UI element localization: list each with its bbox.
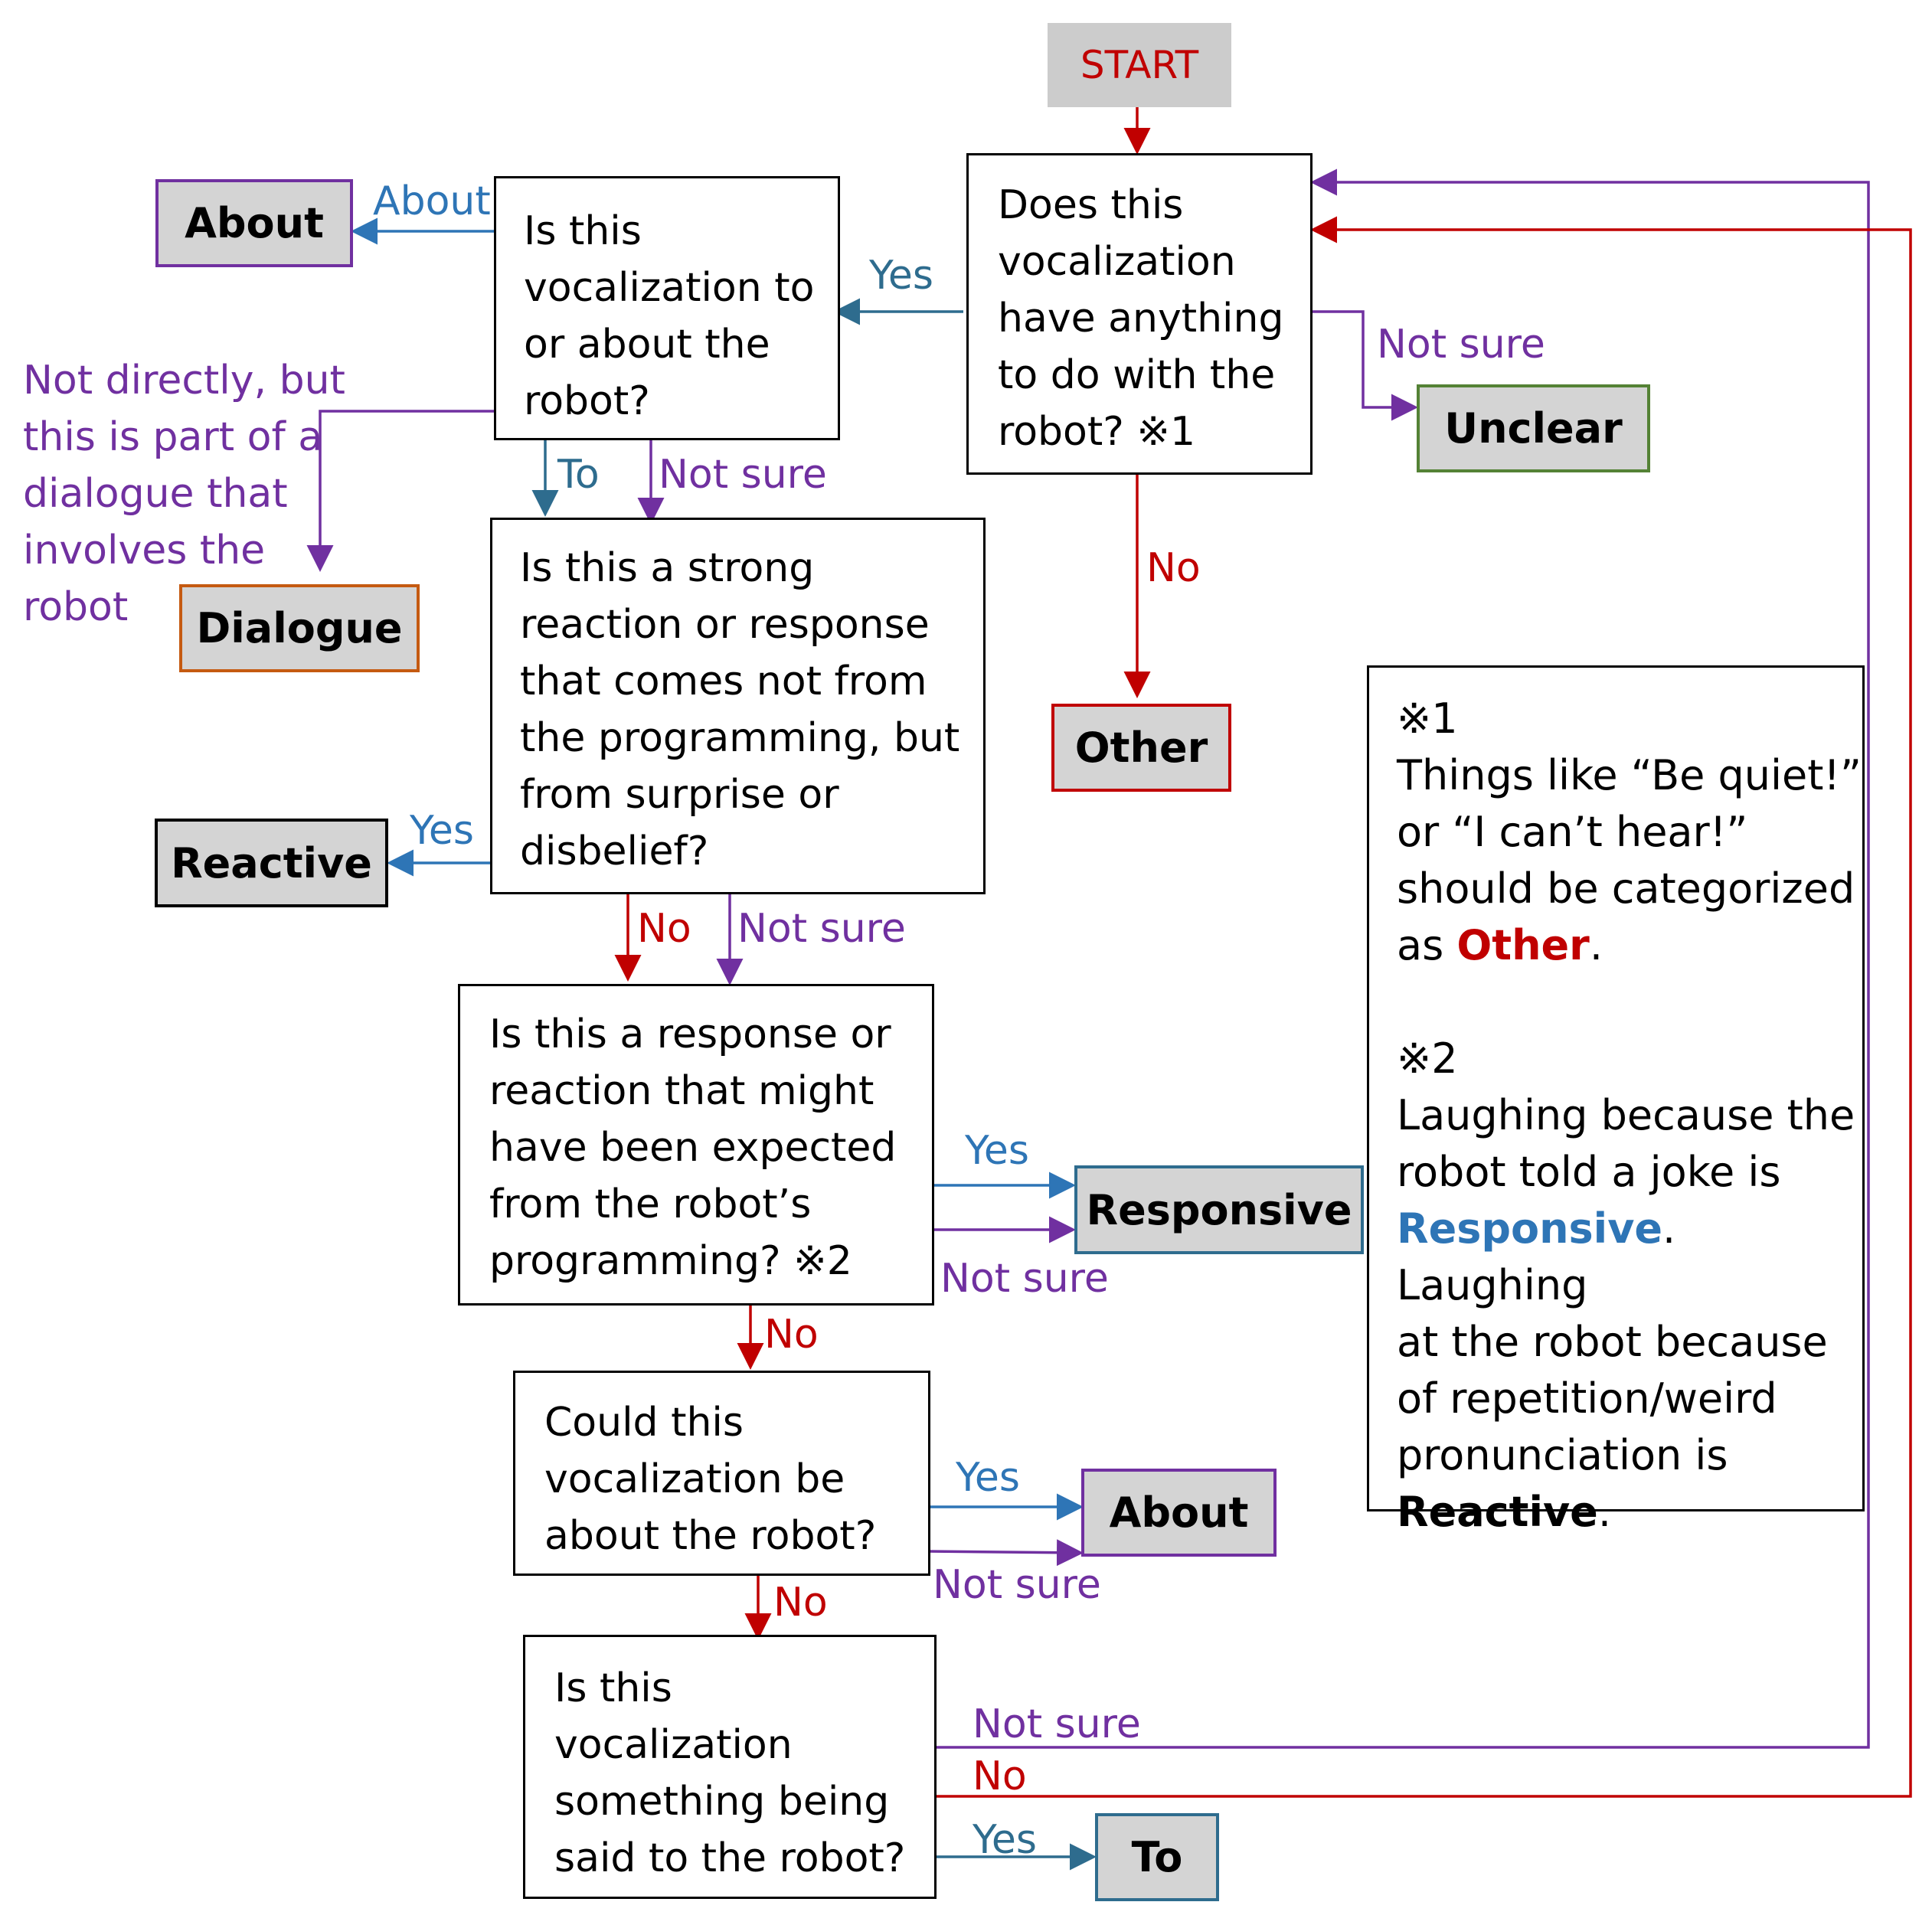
q1-line: vocalization [998, 239, 1236, 285]
q6-line: something being [554, 1779, 890, 1825]
label-q4-yes: Yes [965, 1128, 1029, 1174]
label-q1-no: No [1146, 545, 1201, 591]
question-q5: Could this vocalization be about the rob… [513, 1371, 930, 1576]
terminal-other: Other [1051, 704, 1231, 792]
q1-line: to do with the [998, 352, 1276, 398]
footnotes-box: ※1 Things like “Be quiet!” or “I can’t h… [1367, 665, 1865, 1536]
terminal-to: To [1095, 1813, 1219, 1901]
note1-line: Things like “Be quiet!” [1397, 751, 1862, 799]
note2-line: Reactive. [1397, 1484, 1862, 1541]
terminal-responsive: Responsive [1074, 1165, 1364, 1254]
note2-reactive-emphasis: Reactive [1397, 1488, 1598, 1536]
note1-line: as Other. [1397, 917, 1862, 974]
note1-text: . [1589, 921, 1603, 969]
label-q5-not-sure: Not sure [933, 1562, 1101, 1608]
label-q4-not-sure: Not sure [940, 1256, 1109, 1302]
q2-line: robot? [524, 378, 650, 424]
note-spacer [1397, 974, 1862, 1031]
arrow-q5-not-sure [926, 1539, 1084, 1567]
q4-line: Is this a response or [489, 1011, 891, 1057]
label-q2-not-sure: Not sure [659, 452, 827, 498]
q5-line: vocalization be [544, 1456, 845, 1502]
note2-text: . [1597, 1488, 1611, 1536]
q1-line: have anything [998, 296, 1284, 341]
q3-line: the programming, but [520, 715, 960, 761]
q2-line: vocalization to [524, 265, 815, 311]
q1-line: Does this [998, 182, 1184, 228]
note2-line: Laughing because the [1397, 1091, 1855, 1139]
label-q6-yes: Yes [973, 1817, 1037, 1863]
q3-line: that comes not from [520, 658, 927, 704]
note1-line: should be categorized [1397, 864, 1855, 913]
q2-line: Is this [524, 208, 642, 254]
note2-line: pronunciation is [1397, 1431, 1728, 1479]
q3-line: disbelief? [520, 828, 709, 874]
label-q2-about: About [373, 178, 491, 224]
q6-line: Is this [554, 1665, 672, 1711]
note2-marker: ※2 [1397, 1034, 1458, 1083]
q4-line: have been expected [489, 1125, 897, 1171]
label-q3-yes: Yes [410, 808, 474, 854]
question-q4: Is this a response or reaction that migh… [458, 984, 934, 1306]
note1-other-emphasis: Other [1456, 921, 1590, 969]
arrow-q2-dialogue [306, 410, 494, 572]
dialogue-label-line: dialogue that [23, 471, 288, 517]
question-q1: Does this vocalization have anything to … [966, 153, 1313, 475]
question-q6: Is this vocalization something being sai… [523, 1635, 937, 1899]
start-node: START [1048, 23, 1231, 107]
label-q2-dialogue: Not directly, but this is part of a dial… [23, 352, 345, 636]
q4-line: programming? ※2 [489, 1238, 852, 1284]
dialogue-label-line: Not directly, but [23, 358, 345, 404]
dialogue-label-line: involves the [23, 528, 266, 574]
question-q3: Is this a strong reaction or response th… [490, 518, 986, 894]
q3-line: Is this a strong [520, 545, 815, 591]
q5-line: about the robot? [544, 1513, 877, 1559]
label-q3-not-sure: Not sure [737, 906, 906, 952]
q5-line: Could this [544, 1400, 744, 1446]
terminal-unclear: Unclear [1417, 384, 1650, 472]
arrow-q6-not-sure [936, 168, 1870, 1749]
note1-marker: ※1 [1397, 694, 1458, 743]
note2-line: robot told a joke is [1397, 1148, 1781, 1196]
note1-text: as [1397, 921, 1457, 969]
arrow-q1-not-sure [1309, 310, 1418, 421]
q4-line: reaction that might [489, 1068, 874, 1114]
dialogue-label-line: this is part of a [23, 414, 323, 460]
label-q5-no: No [773, 1580, 828, 1626]
question-q2: Is this vocalization to or about the rob… [494, 176, 840, 440]
q3-line: from surprise or [520, 772, 839, 818]
note2-line: at the robot because [1397, 1318, 1828, 1366]
note2-text: . Laughing [1397, 1204, 1676, 1309]
label-q6-not-sure: Not sure [973, 1701, 1141, 1747]
note2-line: Responsive. Laughing [1397, 1201, 1862, 1314]
terminal-reactive: Reactive [155, 819, 388, 907]
label-q1-yes: Yes [869, 253, 933, 299]
q3-line: reaction or response [520, 602, 930, 648]
q4-line: from the robot’s [489, 1181, 812, 1227]
label-q6-no: No [973, 1753, 1027, 1799]
q6-line: said to the robot? [554, 1835, 906, 1881]
label-q1-not-sure: Not sure [1377, 322, 1545, 368]
q6-line: vocalization [554, 1722, 793, 1768]
arrow-q6-no [936, 216, 1912, 1798]
label-q3-no: No [637, 906, 691, 952]
dialogue-label-line: robot [23, 584, 129, 630]
label-q2-to: To [557, 452, 600, 498]
q2-line: or about the [524, 322, 770, 368]
label-q5-yes: Yes [956, 1455, 1020, 1501]
label-q4-no: No [764, 1312, 819, 1358]
note1-line: or “I can’t hear!” [1397, 808, 1748, 856]
terminal-about-bottom: About [1081, 1469, 1277, 1557]
q1-line: robot? ※1 [998, 409, 1196, 455]
note2-line: of repetition/weird [1397, 1374, 1777, 1423]
terminal-dialogue: Dialogue [179, 584, 420, 672]
terminal-about-top: About [155, 179, 353, 267]
note2-responsive-emphasis: Responsive [1397, 1204, 1663, 1253]
